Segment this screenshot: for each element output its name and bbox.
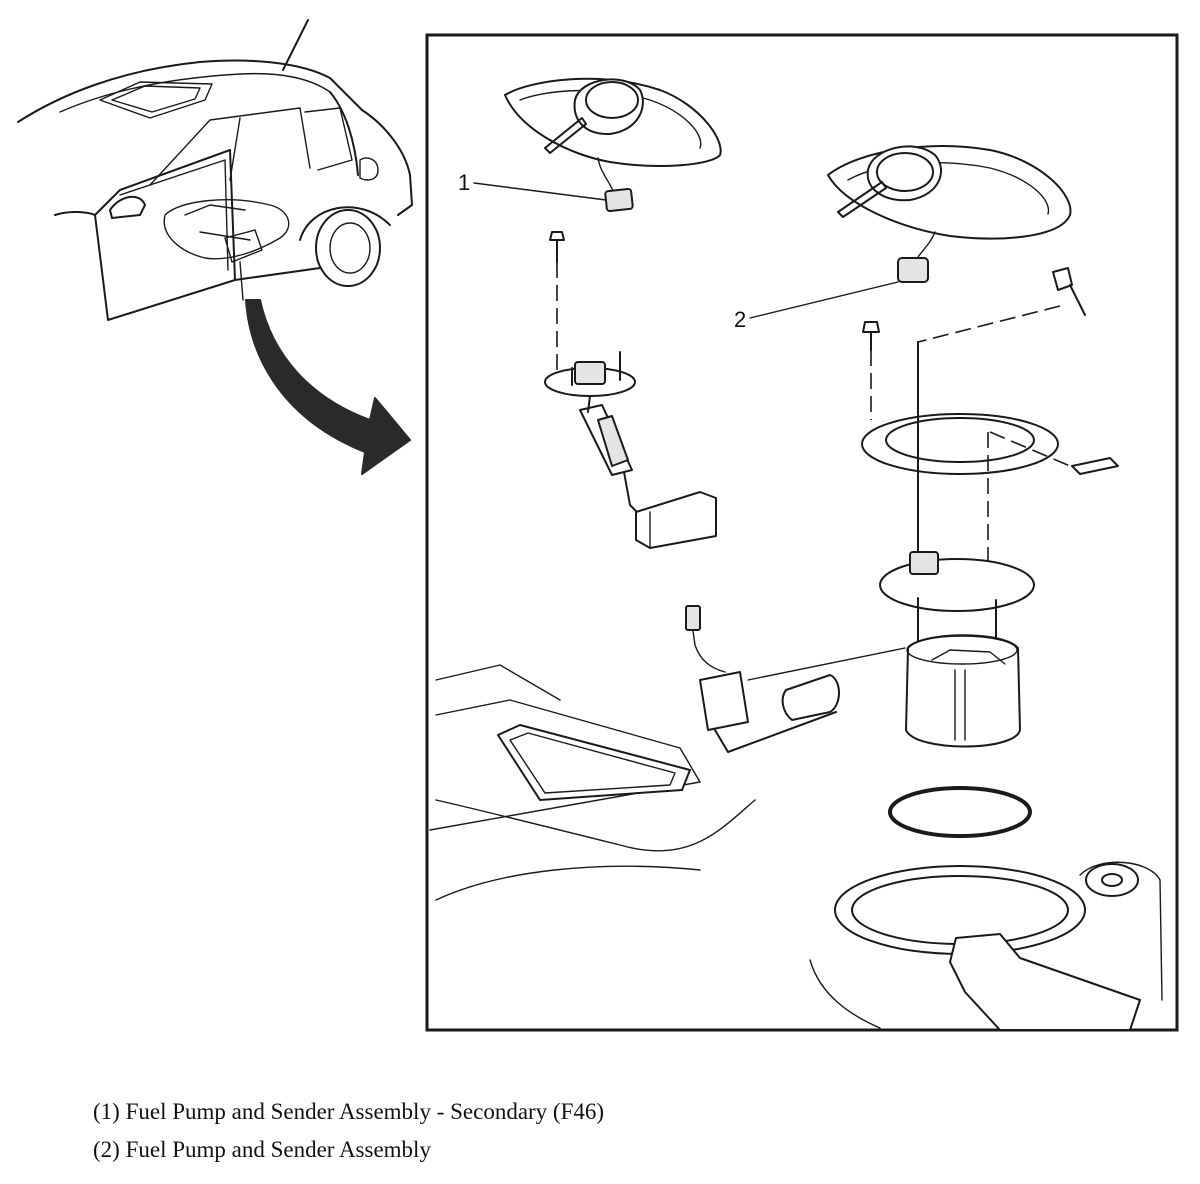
callout-2-number: 2 <box>734 307 746 332</box>
callout-1: 1 <box>458 170 607 201</box>
detail-frame <box>425 33 1179 1032</box>
legend-item-1: (1) Fuel Pump and Sender Assembly - Seco… <box>93 1099 605 1124</box>
legend: (1) Fuel Pump and Sender Assembly - Seco… <box>93 1093 604 1169</box>
location-arrow <box>245 299 411 475</box>
vehicle-overview-illustration <box>17 19 413 321</box>
secondary-fuel-pump-assembly <box>504 77 722 549</box>
callout-2: 2 <box>734 281 899 332</box>
fuel-tank-opening <box>429 664 1163 1031</box>
sender-unit <box>685 605 906 753</box>
tank-seal <box>888 786 1032 838</box>
legend-item-2: (2) Fuel Pump and Sender Assembly <box>93 1137 431 1162</box>
callout-1-number: 1 <box>458 170 470 195</box>
primary-fuel-pump-assembly <box>827 145 1119 748</box>
